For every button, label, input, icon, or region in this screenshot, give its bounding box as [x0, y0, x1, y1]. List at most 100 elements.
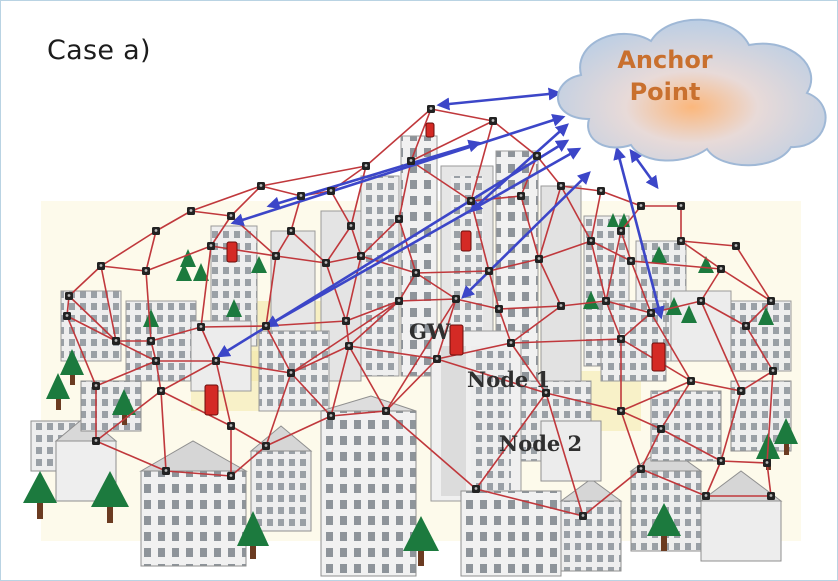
mesh-link: [95, 440, 167, 472]
sensor-node-icon: [257, 182, 265, 190]
mesh-link: [95, 390, 162, 442]
sensor-node-icon: [617, 407, 625, 415]
mesh-link: [260, 185, 302, 197]
mesh-link: [115, 340, 157, 362]
mesh-link: [66, 315, 117, 342]
anchor-link: [629, 148, 659, 190]
mesh-link: [230, 445, 267, 477]
tree-icon: [112, 389, 136, 425]
mesh-link: [680, 240, 737, 247]
sensor-node-icon: [407, 157, 415, 165]
mesh-link: [766, 370, 774, 464]
sensor-node-icon: [197, 323, 205, 331]
sensor-node-icon: [687, 377, 695, 385]
mesh-link: [100, 230, 157, 267]
sensor-node-icon: [227, 422, 235, 430]
gateway-icon: [449, 324, 464, 356]
sensor-node-icon: [297, 192, 305, 200]
mesh-link: [66, 315, 97, 387]
gateways: [204, 122, 666, 416]
sensor-node-icon: [467, 197, 475, 205]
sensor-node-icon: [272, 252, 280, 260]
mesh-link: [475, 392, 547, 490]
anchor-link: [461, 171, 591, 299]
sensor-node-icon: [212, 357, 220, 365]
sensor-node-icon: [617, 335, 625, 343]
sensor-node-icon: [489, 117, 497, 125]
tree-icon: [23, 471, 57, 519]
sensor-node-icon: [767, 492, 775, 500]
mesh-link: [700, 300, 747, 327]
mesh-link: [200, 245, 212, 328]
sensor-node-icon: [412, 269, 420, 277]
front-houses: [30, 380, 792, 577]
sensor-node-icon: [287, 227, 295, 235]
sensor-node-icon: [322, 259, 330, 267]
mesh-link: [545, 392, 622, 412]
node-1-label: Node 1: [467, 367, 551, 392]
sensor-node-icon: [147, 337, 155, 345]
anchor-links: [216, 87, 665, 358]
sensor-node-icon: [112, 337, 120, 345]
tree-icon: [583, 291, 599, 309]
sensor-node-icon: [362, 162, 370, 170]
sensor-node-icon: [617, 227, 625, 235]
sensor-node-icon: [382, 407, 390, 415]
tree-icon: [403, 516, 439, 566]
gateway-icon: [651, 342, 666, 372]
mesh-link: [735, 245, 772, 302]
mesh-link: [160, 390, 232, 427]
sensor-node-icon: [92, 382, 100, 390]
mesh-link: [620, 410, 642, 470]
mesh-link: [705, 460, 722, 497]
mesh-link: [640, 428, 662, 470]
tree-icon: [143, 309, 159, 327]
sensor-node-icon: [737, 387, 745, 395]
gateway-icon: [425, 122, 435, 138]
sensor-node-icon: [763, 459, 771, 467]
sensor-node-icon: [677, 202, 685, 210]
mesh-link: [700, 300, 742, 392]
sensor-node-icon: [557, 302, 565, 310]
tree-icon: [91, 471, 129, 523]
mesh-link: [620, 410, 662, 430]
mesh-link: [590, 190, 602, 242]
mesh-link: [690, 380, 742, 392]
mesh-link: [385, 410, 477, 490]
mesh-link: [700, 268, 722, 302]
mesh-link: [265, 372, 292, 447]
mesh-link: [680, 240, 722, 270]
sensor-node-icon: [517, 192, 525, 200]
sensor-node-icon: [485, 267, 493, 275]
sensor-node-icon: [342, 317, 350, 325]
sensor-node-icon: [495, 305, 503, 313]
sensor-node-icon: [767, 297, 775, 305]
sensor-node-icon: [697, 297, 705, 305]
mesh-link: [260, 165, 367, 187]
sensor-node-icon: [97, 262, 105, 270]
tree-icon: [176, 263, 192, 281]
mesh-link: [590, 240, 607, 302]
sensor-node-icon: [433, 355, 441, 363]
sensor-node-icon: [602, 297, 610, 305]
mesh-link: [766, 462, 772, 497]
sensor-node-icon: [357, 252, 365, 260]
mesh-link: [475, 488, 584, 517]
tree-icon: [647, 503, 681, 551]
mesh-link: [155, 360, 162, 392]
mesh-link: [330, 345, 350, 417]
mesh-link: [150, 326, 202, 342]
sensor-node-icon: [535, 255, 543, 263]
anchor-point-cloud: [556, 18, 827, 167]
anchor-point-label: Anchor Point: [605, 45, 725, 109]
mesh-link: [650, 312, 692, 382]
mesh-link: [436, 358, 547, 394]
sensor-node-icon: [533, 152, 541, 160]
mesh-link: [100, 265, 147, 272]
tree-icon: [180, 249, 196, 267]
mesh-link: [740, 370, 774, 392]
sensor-node-icon: [637, 202, 645, 210]
sensor-node-icon: [162, 467, 170, 475]
gateway-icon: [204, 384, 219, 416]
